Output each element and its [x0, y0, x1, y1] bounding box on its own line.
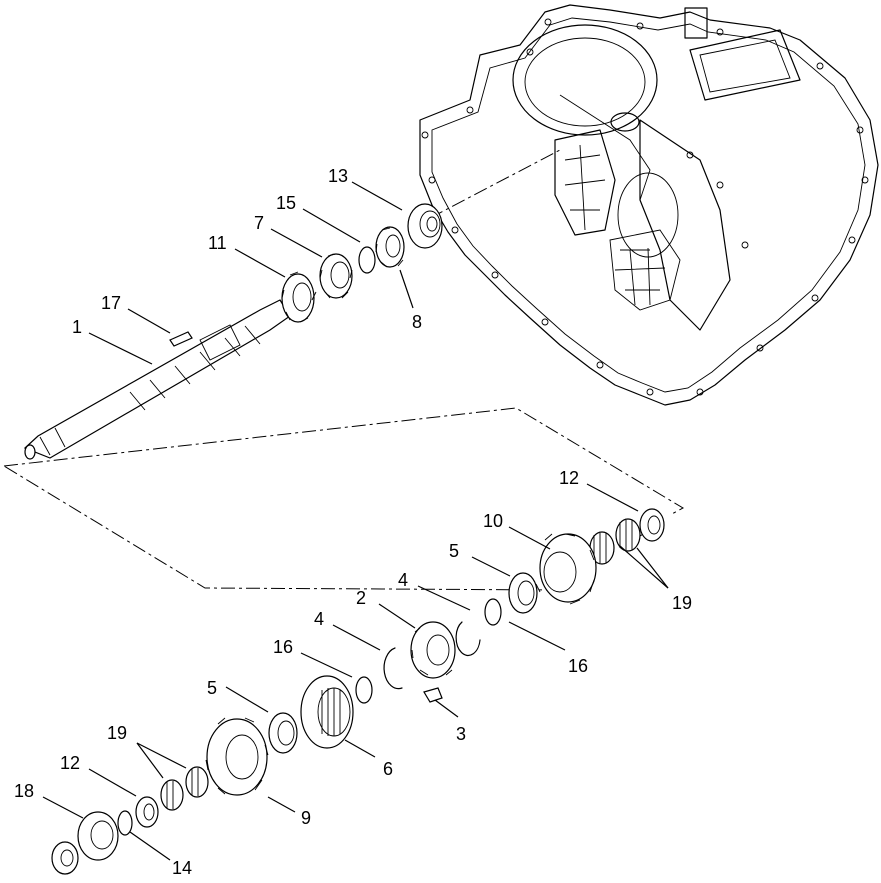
callout-17: 17 — [101, 293, 121, 313]
callout-7: 7 — [254, 213, 264, 233]
callout-11: 11 — [208, 233, 227, 253]
spring-4-upper — [455, 621, 481, 657]
snap-ring-16-lower — [355, 676, 373, 704]
main-shaft — [23, 299, 291, 460]
callout-4-lower: 4 — [314, 609, 324, 629]
callout-2: 2 — [356, 588, 366, 608]
callout-14: 14 — [172, 858, 192, 878]
callout-8: 8 — [412, 312, 422, 332]
callout-19-lower: 19 — [107, 723, 127, 743]
callout-4-upper: 4 — [398, 570, 408, 590]
key-17 — [169, 331, 193, 347]
hub-2 — [410, 621, 456, 679]
callout-16-lower: 16 — [273, 637, 293, 657]
centerline-upper — [429, 149, 561, 219]
needle-bearing-19-lower — [160, 766, 209, 811]
leader-lines — [42, 181, 669, 861]
key-3 — [423, 687, 443, 703]
callout-1: 1 — [72, 317, 82, 337]
callout-labels: 13 15 7 11 8 17 1 12 10 5 19 4 2 4 16 16… — [14, 166, 692, 878]
gear-10 — [535, 533, 597, 605]
gear-9 — [205, 717, 269, 796]
callout-16-upper: 16 — [568, 656, 588, 676]
callout-12-lower: 12 — [60, 753, 80, 773]
gear-11 — [281, 271, 317, 323]
callout-3: 3 — [456, 724, 466, 744]
synchro-ring-5-lower — [268, 712, 298, 754]
callout-18: 18 — [14, 781, 34, 801]
gear-8 — [375, 226, 405, 268]
callout-5-upper: 5 — [449, 541, 459, 561]
sleeve-6 — [300, 675, 354, 749]
case-bolt-holes — [421, 18, 869, 396]
callout-13: 13 — [328, 166, 348, 186]
callout-6: 6 — [383, 759, 393, 779]
callout-12-upper: 12 — [559, 468, 579, 488]
gear-7 — [319, 253, 353, 299]
callout-19-upper: 19 — [672, 593, 692, 613]
bearing-18 — [51, 811, 119, 875]
callout-5-lower: 5 — [207, 678, 217, 698]
snap-ring-15 — [358, 246, 376, 274]
snap-ring-16-upper — [484, 598, 502, 626]
needle-bearing-19-upper — [589, 518, 641, 565]
synchro-ring-5-upper — [508, 572, 538, 614]
callout-9: 9 — [301, 808, 311, 828]
callout-10: 10 — [483, 511, 503, 531]
washer-12-lower — [135, 796, 159, 828]
callout-15: 15 — [276, 193, 296, 213]
spring-4-lower — [383, 647, 403, 690]
bearing-13 — [407, 203, 443, 249]
washer-12-upper — [639, 508, 665, 542]
snap-ring-14 — [117, 810, 133, 836]
transmission-case — [419, 4, 879, 406]
